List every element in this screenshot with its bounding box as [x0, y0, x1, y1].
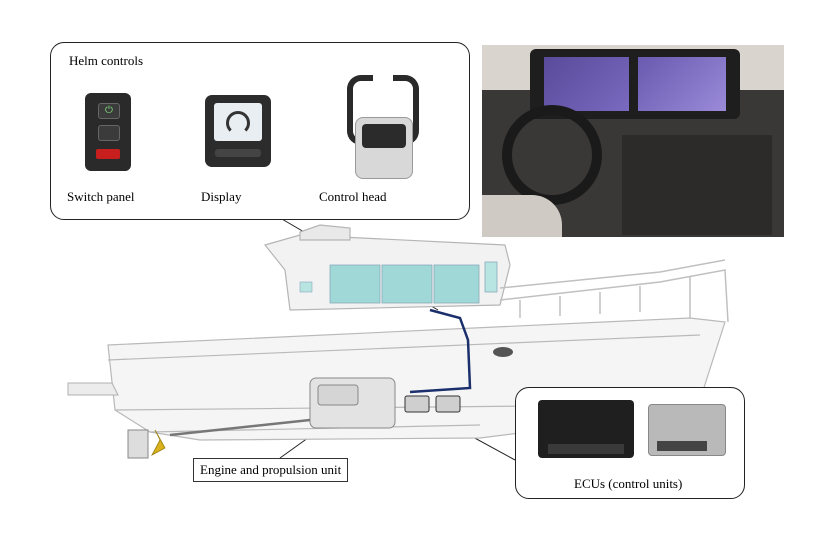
- steering-wheel-icon: [502, 105, 602, 205]
- display-label: Display: [201, 189, 242, 204]
- control-head-label: Control head: [319, 189, 387, 204]
- control-cable: [409, 308, 472, 394]
- right-screen: [638, 57, 726, 111]
- swim-platform: [67, 382, 119, 396]
- engine-block: [309, 377, 396, 429]
- ecu-onboard: [404, 395, 461, 413]
- propulsion-unit: [127, 418, 311, 459]
- helm-controls-title: Helm controls: [69, 53, 144, 68]
- helm-photo: [482, 45, 784, 237]
- porthole: [493, 347, 513, 357]
- gauge-icon: [226, 111, 250, 135]
- control-head-body: [355, 117, 413, 179]
- ecu-black-connector: [548, 444, 624, 454]
- bow-railing: [499, 259, 729, 323]
- display-device: [205, 95, 271, 167]
- station-switch-icon: [98, 125, 120, 141]
- ecu-label: ECUs (control units): [574, 476, 683, 491]
- switch-panel-label: Switch panel: [67, 189, 135, 204]
- ecu-black-device: [538, 400, 634, 458]
- stop-switch-icon: [96, 149, 120, 159]
- ecu-silver-connector: [657, 441, 707, 451]
- helm-photo-seat: [482, 195, 562, 237]
- helm-controls-callout: Helm controls ⏻ Switch panel Display Con…: [50, 42, 470, 220]
- display-buttons: [215, 149, 261, 157]
- helm-photo-console: [622, 135, 772, 235]
- switch-panel-device: ⏻: [85, 93, 131, 171]
- control-head-keypad: [362, 124, 406, 148]
- control-head-device: [343, 73, 423, 183]
- left-screen: [544, 57, 629, 111]
- display-screen: [214, 103, 262, 141]
- engine-propulsion-label: Engine and propulsion unit: [193, 458, 349, 482]
- power-switch-icon: ⏻: [98, 103, 120, 119]
- cabin-windows: [299, 261, 498, 304]
- ecu-callout: ECUs (control units): [515, 387, 745, 499]
- ecu-silver-device: [648, 404, 726, 456]
